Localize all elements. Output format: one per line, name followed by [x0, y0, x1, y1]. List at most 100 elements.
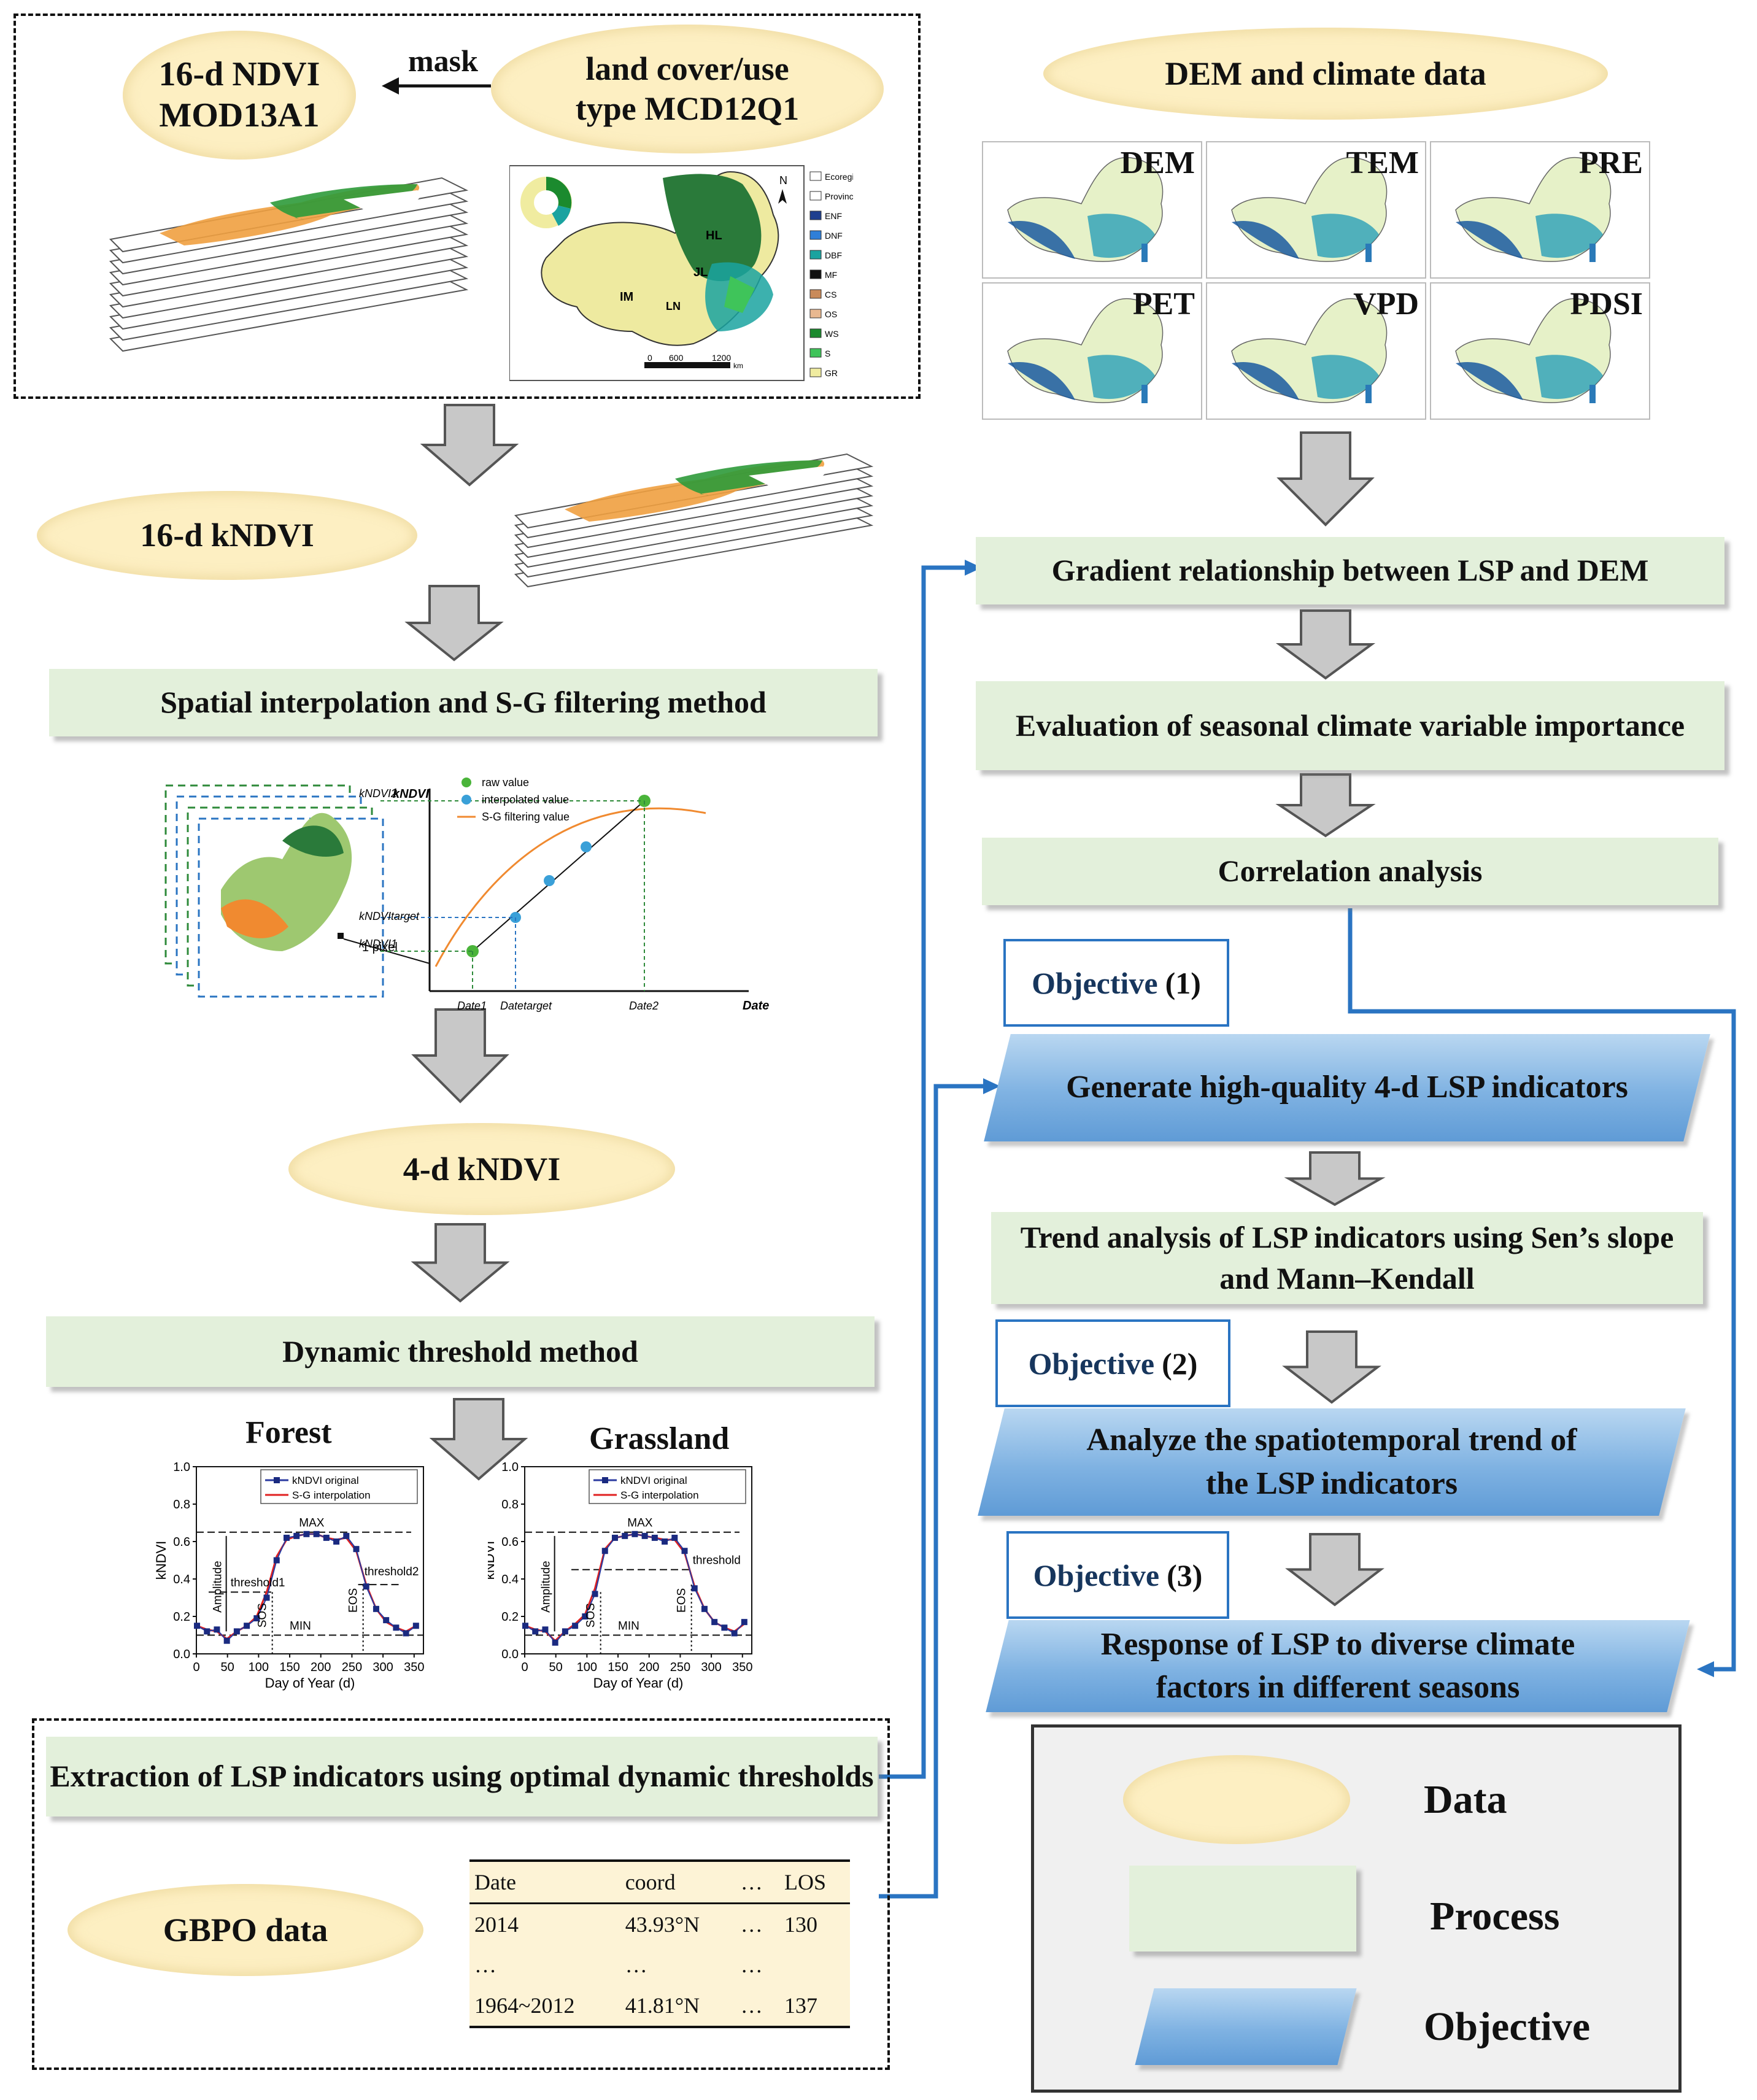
flow-arrow: [404, 585, 504, 662]
gbpo-data-table: Date coord … LOS 2014 43.93°N … 130 … … …: [469, 1859, 850, 2028]
x-tick-label: 50: [221, 1661, 234, 1674]
data-point: [313, 1531, 320, 1537]
data-point: [741, 1619, 747, 1626]
climate-map-pet: PET: [982, 282, 1202, 420]
objective-2-label: Objective(2): [995, 1319, 1230, 1407]
flow-arrow: [1275, 773, 1376, 838]
node-gbpo: GBPO data: [68, 1884, 423, 1976]
legend-label-dbf: DBF: [825, 250, 842, 260]
sg-ytick: kNDVI2: [359, 787, 397, 800]
land-cover-map: 600 0 1200 km HL JL LN IM N EcoregionPro…: [509, 147, 863, 387]
legend-swatch-s: [809, 348, 822, 358]
sg-xlabel: Date: [743, 999, 769, 1013]
legend-label-mf: MF: [825, 270, 837, 280]
sg-xtick: Datetarget: [500, 1000, 552, 1012]
sg-legend-marker: [461, 778, 471, 787]
y-tick-label: 0.0: [501, 1648, 519, 1661]
climate-map-label: PDSI: [1570, 287, 1643, 322]
data-point: [263, 1594, 270, 1601]
flow-arrow: [411, 1223, 510, 1303]
gbpo-table: Date coord … LOS 2014 43.93°N … 130 … … …: [469, 1859, 850, 2028]
annotation-max: MAX: [627, 1517, 653, 1530]
annotation-eos: EOS: [676, 1588, 689, 1613]
legend-label-gr: GR: [825, 368, 838, 378]
process-gradient: Gradient relationship between LSP and DE…: [976, 537, 1724, 604]
legend-data-swatch: [1123, 1755, 1350, 1844]
x-tick-label: 250: [342, 1661, 362, 1674]
legend-swatch-gr: [809, 368, 822, 377]
data-point: [651, 1534, 658, 1541]
y-tick-label: 0.8: [173, 1498, 190, 1511]
data-point: [522, 1623, 529, 1629]
chart-xlabel: Day of Year (d): [593, 1675, 684, 1691]
flow-arrow: [1276, 431, 1375, 527]
x-tick-label: 300: [701, 1661, 721, 1674]
objective-number: (3): [1167, 1558, 1203, 1592]
table-header: LOS: [784, 1870, 826, 1894]
flow-arrow: [1284, 1151, 1386, 1206]
data-point: [662, 1538, 668, 1545]
climate-map-graphic: [1007, 156, 1164, 262]
land-cover-map-graphic: 600 0 1200 km HL JL LN IM N EcoregionPro…: [509, 165, 863, 381]
y-tick-label: 0.6: [501, 1535, 519, 1549]
data-point: [582, 1613, 589, 1619]
climate-map-graphic: [1231, 156, 1388, 262]
data-point: [721, 1624, 728, 1631]
table-cell: 130: [784, 1912, 817, 1937]
legend-swatch-cs: [809, 289, 822, 299]
annotation-min: MIN: [618, 1619, 639, 1632]
x-tick-label: 0: [521, 1661, 528, 1674]
sg-xtick: Date1: [457, 1000, 487, 1012]
climate-map-label: TEM: [1346, 145, 1419, 180]
objective-label-text: Objective: [1028, 1346, 1155, 1381]
y-tick-label: 1.0: [173, 1461, 190, 1474]
data-point: [552, 1639, 558, 1646]
legend-swatch-dnf: [809, 230, 822, 240]
objective-label-text: Objective: [1033, 1558, 1160, 1592]
legend-process-swatch: [1129, 1866, 1356, 1951]
colorbar: [1141, 385, 1148, 403]
x-tick-label: 100: [249, 1661, 269, 1674]
layer-raster-green: [270, 184, 417, 220]
interpolated-point: [581, 841, 592, 852]
data-point: [293, 1532, 300, 1539]
annotation-threshold2: threshold2: [365, 1565, 419, 1578]
flow-arrow: [1285, 1533, 1384, 1607]
sg-ytick: kNDVItarget: [359, 910, 420, 922]
table-header: Date: [474, 1870, 516, 1894]
climate-map-label: PET: [1132, 287, 1195, 322]
y-tick-label: 0.2: [173, 1610, 190, 1624]
climate-map-graphic: [1455, 156, 1612, 262]
pixel-marker: [338, 933, 344, 939]
annotation-threshold1: threshold1: [231, 1577, 285, 1589]
data-point: [393, 1624, 400, 1631]
data-point: [273, 1557, 280, 1564]
chart-grassland-title: Grassland: [589, 1421, 730, 1456]
climate-map-graphic: [1231, 298, 1388, 403]
table-cell: [779, 1945, 850, 1985]
layer-raster-green: [675, 460, 822, 496]
x-tick-label: 150: [279, 1661, 299, 1674]
region-fill-low: [1456, 362, 1523, 400]
region-fill-low: [1008, 221, 1075, 259]
climate-map-pdsi: PDSI: [1430, 282, 1650, 420]
region-jl: JL: [693, 266, 708, 279]
climate-map-vpd: VPD: [1206, 282, 1426, 420]
node-16d-ndvi: 16-d NDVI MOD13A1: [123, 31, 356, 160]
data-point: [731, 1630, 738, 1637]
objective-number: (1): [1165, 965, 1201, 1000]
data-point: [641, 1532, 648, 1539]
legend-swatch-dbf: [809, 250, 822, 260]
layer-raster-white: [344, 190, 421, 212]
map-scale-zero: 0: [647, 353, 652, 363]
x-tick-label: 350: [732, 1661, 752, 1674]
data-point: [253, 1615, 260, 1622]
legend-swatch-enf: [809, 210, 822, 220]
y-tick-label: 0.4: [501, 1573, 519, 1586]
climate-map-graphic: [1007, 298, 1164, 403]
data-point: [701, 1605, 708, 1612]
process-dynamic-threshold: Dynamic threshold method: [46, 1316, 875, 1387]
data-point: [403, 1630, 409, 1637]
process-correlation: Correlation analysis: [982, 838, 1718, 905]
